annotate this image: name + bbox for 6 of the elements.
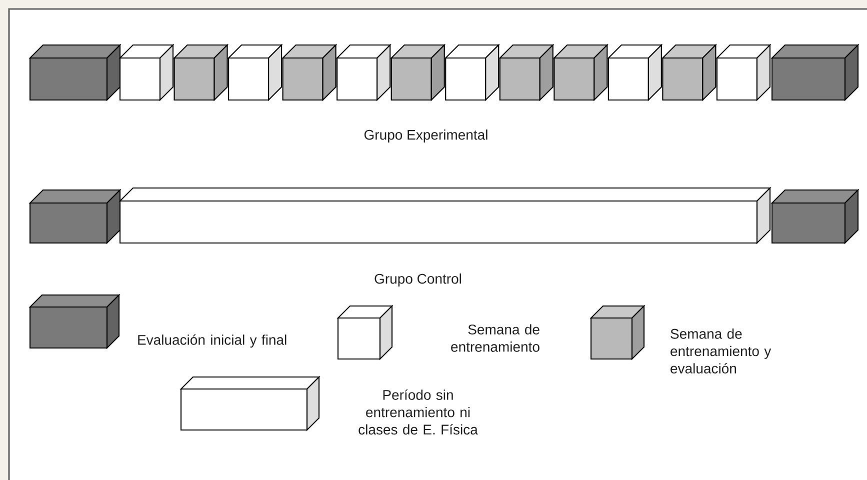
group-label: Grupo Control xyxy=(374,273,462,287)
legend-text: Período sin entrenamiento ni clases de E. Física xyxy=(358,389,478,435)
legend-text: Semana de entrenamiento y evaluación xyxy=(670,328,772,374)
group-label: Grupo Experimental xyxy=(364,129,488,143)
legend-text: Evaluación inicial y final xyxy=(138,334,286,348)
legend-text: Semana de entrenamiento xyxy=(451,324,540,352)
